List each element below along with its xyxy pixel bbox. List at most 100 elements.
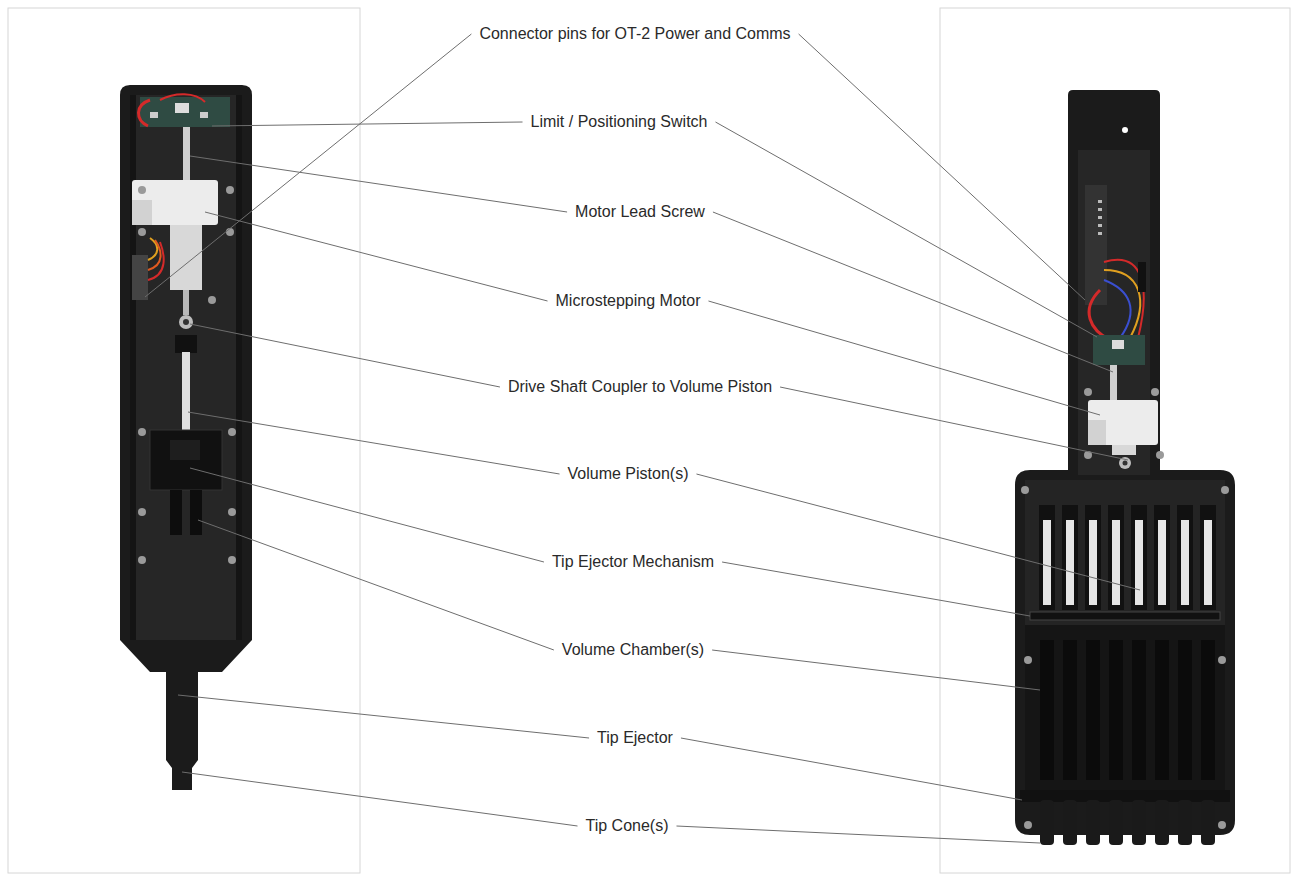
multi-channel-pipette-part-part <box>1086 800 1100 845</box>
multi-channel-pipette-part-part <box>1024 821 1032 829</box>
single-channel-pipette <box>120 85 252 790</box>
multi-channel-pipette-part <box>1030 612 1220 620</box>
single-channel-pipette-part-part <box>228 556 236 564</box>
single-channel-pipette-part <box>170 490 182 535</box>
single-channel-pipette-part <box>150 430 222 490</box>
multi-channel-pipette-part <box>1040 800 1215 845</box>
leader-line <box>145 34 471 297</box>
leader-line <box>681 738 1022 800</box>
multi-channel-pipette-part-part <box>1062 505 1078 610</box>
part-label: Volume Piston(s) <box>568 464 689 484</box>
multi-channel-pipette-part-part <box>1156 451 1164 459</box>
part-label: Volume Chamber(s) <box>562 640 704 660</box>
part-label: Limit / Positioning Switch <box>531 112 708 132</box>
leader-line <box>712 650 1040 690</box>
single-channel-pipette-part <box>175 103 189 113</box>
multi-channel-pipette-part-part <box>1155 800 1169 845</box>
panel-frame-part <box>8 8 360 873</box>
single-channel-pipette-part <box>132 180 218 225</box>
multi-channel-pipette-part <box>1088 420 1106 445</box>
multi-channel-pipette-part <box>1104 270 1140 338</box>
single-channel-pipette-part-part <box>138 508 146 516</box>
multi-channel-pipette-part-part <box>1109 640 1123 780</box>
part-label: Drive Shaft Coupler to Volume Piston <box>508 377 772 397</box>
part-label: Connector pins for OT-2 Power and Comms <box>479 24 790 44</box>
single-channel-pipette-part <box>120 85 252 790</box>
leader-line <box>205 212 548 301</box>
single-channel-pipette-part-part <box>138 186 146 194</box>
multi-channel-pipette-part <box>1122 127 1128 133</box>
leader-line <box>713 212 1113 372</box>
multi-channel-pipette-part-part <box>1063 640 1077 780</box>
single-channel-pipette-part-part <box>226 228 234 236</box>
multi-channel-pipette-part-part <box>1039 505 1055 610</box>
single-channel-pipette-part <box>130 95 136 640</box>
single-channel-pipette-part <box>138 100 150 126</box>
leader-line <box>190 468 544 562</box>
multi-channel-pipette-part-part <box>1043 520 1051 605</box>
single-channel-pipette-part <box>183 290 189 315</box>
single-channel-pipette-part <box>170 440 200 460</box>
multi-channel-pipette-part-part <box>1200 505 1216 610</box>
multi-channel-pipette-part <box>1098 200 1102 235</box>
multi-channel-pipette-part <box>1021 388 1229 829</box>
leader-line <box>676 826 1040 843</box>
leader-lines <box>145 34 1140 843</box>
multi-channel-pipette-part-part <box>1085 505 1101 610</box>
multi-channel-pipette-part <box>1104 260 1144 338</box>
multi-channel-pipette-part-part <box>1098 200 1102 203</box>
multi-channel-pipette-part-part <box>1132 640 1146 780</box>
multi-channel-pipette-part-part <box>1024 656 1032 664</box>
single-channel-pipette-part <box>132 200 152 225</box>
single-channel-pipette-part <box>179 315 193 329</box>
single-channel-pipette-part <box>183 319 189 325</box>
multi-channel-pipette-part-part <box>1155 640 1169 780</box>
leader-line <box>188 412 560 474</box>
single-channel-pipette-part <box>140 97 230 127</box>
single-channel-pipette-part <box>183 127 190 182</box>
multi-channel-pipette-part-part <box>1218 656 1226 664</box>
single-channel-pipette-part-part <box>138 428 146 436</box>
multi-channel-pipette-part-part <box>1218 821 1226 829</box>
part-label: Microstepping Motor <box>556 291 701 311</box>
multi-channel-pipette-part <box>1085 185 1107 305</box>
single-channel-pipette-part <box>130 95 242 640</box>
multi-channel-pipette-part <box>1025 480 1225 800</box>
leader-line <box>198 520 554 650</box>
multi-channel-pipette-part <box>1043 520 1212 605</box>
multi-channel-pipette-part-part <box>1181 520 1189 605</box>
leader-line <box>190 324 500 387</box>
multi-channel-pipette-part <box>1112 340 1124 349</box>
multi-channel-pipette-part-part <box>1098 208 1102 211</box>
single-channel-pipette-part <box>150 112 158 118</box>
multi-channel-pipette-part-part <box>1108 505 1124 610</box>
single-channel-pipette-part <box>148 240 161 270</box>
multi-channel-pipette-part <box>1089 290 1110 340</box>
single-channel-pipette-part-part <box>228 428 236 436</box>
multi-channel-pipette-part-part <box>1221 486 1229 494</box>
single-channel-pipette-part-part <box>228 508 236 516</box>
multi-channel-pipette-part <box>1138 262 1146 292</box>
multi-channel-pipette-part-part <box>1201 640 1215 780</box>
multi-channel-pipette-part-part <box>1021 486 1029 494</box>
multi-channel-pipette-part <box>1015 90 1235 835</box>
leader-line <box>722 562 1030 616</box>
multi-channel-pipette-part-part <box>1084 388 1092 396</box>
leader-line <box>696 474 1140 590</box>
multi-channel-pipette-part-part <box>1040 800 1054 845</box>
multi-channel-pipette-part <box>1112 445 1136 455</box>
multi-channel-pipette <box>1015 90 1235 845</box>
multi-channel-pipette-part <box>1104 280 1131 338</box>
multi-channel-pipette-part-part <box>1098 232 1102 235</box>
multi-channel-pipette-part-part <box>1151 388 1159 396</box>
panel-frame <box>8 8 1290 873</box>
single-channel-pipette-part <box>190 490 202 535</box>
multi-channel-pipette-part-part <box>1201 800 1215 845</box>
single-channel-pipette-part <box>160 94 205 102</box>
multi-channel-pipette-part-part <box>1086 640 1100 780</box>
multi-channel-pipette-part <box>1123 461 1128 466</box>
single-channel-pipette-part-part <box>138 228 146 236</box>
single-channel-pipette-part-part <box>138 556 146 564</box>
part-label: Tip Ejector Mechanism <box>552 552 714 572</box>
multi-channel-pipette-part <box>1088 400 1158 445</box>
